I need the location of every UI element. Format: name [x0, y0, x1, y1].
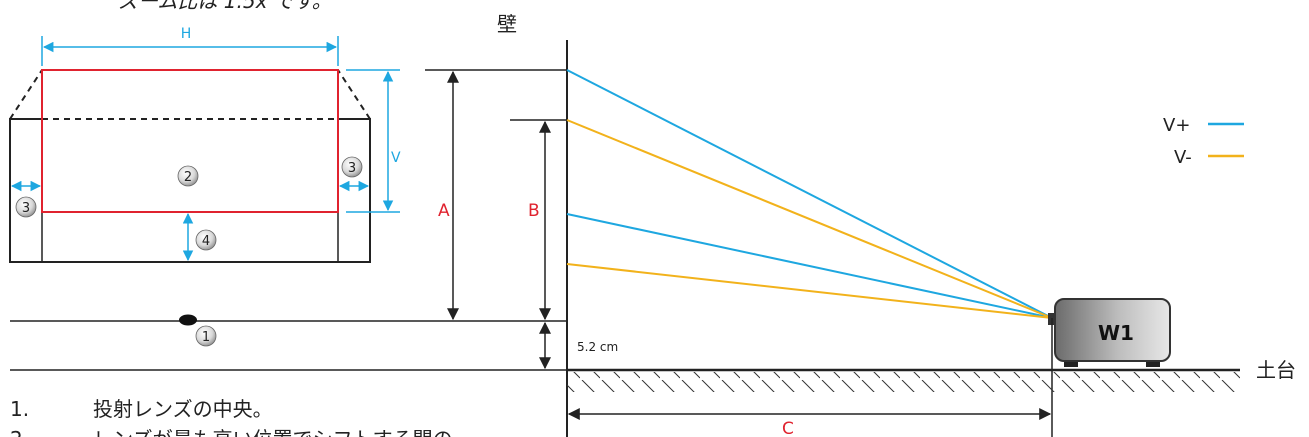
ray-v-plus-bottom	[566, 213, 1053, 319]
marker-2: 2	[177, 165, 199, 187]
projection-rays	[566, 69, 1053, 319]
dashed-left-slope	[9, 69, 43, 120]
notes-list: 1. 投射レンズの中央。 2. レンズが最も高い位置でシフトする間の	[10, 397, 453, 437]
ray-v-minus-top	[566, 119, 1053, 319]
v-label: V	[391, 150, 401, 166]
ray-v-minus-bottom	[566, 263, 1053, 319]
a-label: A	[438, 201, 450, 221]
svg-text:3: 3	[348, 161, 356, 176]
note-1-text: 投射レンズの中央。	[93, 397, 273, 421]
note-2-text: レンズが最も高い位置でシフトする間の	[93, 427, 453, 437]
b-label: B	[528, 201, 540, 221]
marker-3-left: 3	[15, 196, 37, 218]
wall-label: 壁	[497, 12, 517, 36]
header-text: ズーム比は 1.5x です。	[118, 0, 332, 13]
dashed-right-slope	[337, 69, 371, 120]
marker-1: 1	[195, 325, 217, 347]
projector-body	[1054, 298, 1171, 362]
svg-text:1: 1	[202, 330, 210, 345]
marker-3-right: 3	[341, 156, 363, 178]
projector: W1	[1048, 298, 1171, 367]
marker-4: 4	[195, 229, 217, 251]
svg-text:3: 3	[22, 201, 30, 216]
offset-label: 5.2 cm	[577, 340, 618, 354]
note-2-number: 2.	[10, 427, 29, 437]
legend-v-plus-label: V+	[1163, 115, 1190, 136]
svg-text:2: 2	[184, 170, 192, 185]
lens-center-dot	[179, 314, 197, 326]
c-label: C	[782, 419, 794, 437]
projected-image-outline	[41, 69, 339, 213]
legend: V+ V-	[1163, 115, 1244, 168]
h-label: H	[181, 26, 192, 42]
svg-text:4: 4	[202, 234, 210, 249]
note-1-number: 1.	[10, 397, 29, 421]
screen-diagram: H V 2 3 3 4	[9, 26, 401, 263]
table-hatch	[567, 372, 1240, 392]
projector-label: W1	[1098, 321, 1134, 345]
legend-v-minus-label: V-	[1174, 147, 1192, 168]
ray-v-plus-top	[566, 69, 1053, 319]
table-label: 土台	[1256, 358, 1296, 382]
screen-frame	[9, 118, 371, 263]
